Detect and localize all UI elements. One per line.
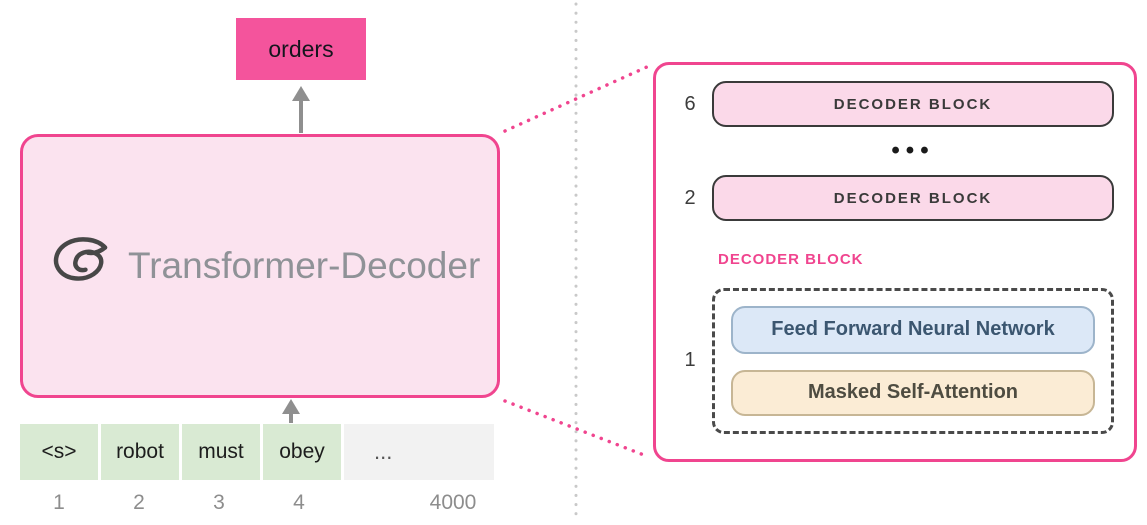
output-arrow	[292, 86, 310, 133]
position-number: 2	[133, 491, 145, 514]
decoder-block-box: DECODER BLOCK	[712, 175, 1114, 221]
feed-forward-box: Feed Forward Neural Network	[731, 305, 1095, 354]
input-token-row: <s> robot must obey ...	[20, 424, 494, 480]
input-token-ellipsis: ...	[344, 424, 494, 480]
decoder-block-detail-box: Feed Forward Neural Network Masked Self-…	[712, 287, 1114, 434]
position-number: 4	[293, 491, 305, 514]
input-token: must	[182, 424, 260, 480]
transformer-decoder-box: Transformer-Decoder	[20, 134, 500, 398]
stack-ellipsis: •••	[891, 137, 935, 164]
position-number: 3	[213, 491, 225, 514]
input-arrow	[282, 399, 300, 423]
decoder-layer-row-2: 2 DECODER BLOCK	[668, 175, 1114, 221]
position-number: 4000	[429, 491, 477, 514]
decoder-layer-row-6: 6 DECODER BLOCK	[668, 81, 1114, 127]
position-number: 1	[53, 491, 65, 514]
input-token: <s>	[20, 424, 98, 480]
decoder-stack-panel: 6 DECODER BLOCK ••• 2 DECODER BLOCK DECO…	[653, 62, 1137, 462]
layer-number: 6	[684, 92, 696, 115]
input-token: obey	[263, 424, 341, 480]
swirl-logo-icon	[49, 235, 113, 297]
decoder-layer-row-1: 1 Feed Forward Neural Network Masked Sel…	[668, 278, 1114, 443]
output-token-box: orders	[236, 18, 366, 80]
layer-number: 1	[684, 349, 696, 371]
decoder-block-box: DECODER BLOCK	[712, 81, 1114, 127]
output-token-label: orders	[268, 35, 334, 62]
input-token: robot	[101, 424, 179, 480]
zoom-connector-bottom	[503, 399, 651, 459]
decoder-block-heading: DECODER BLOCK	[718, 251, 864, 268]
zoom-connector-top	[503, 64, 651, 133]
layer-number: 2	[684, 186, 696, 209]
masked-self-attention-box: Masked Self-Attention	[731, 369, 1095, 416]
model-name-label: Transformer-Decoder	[128, 245, 481, 286]
